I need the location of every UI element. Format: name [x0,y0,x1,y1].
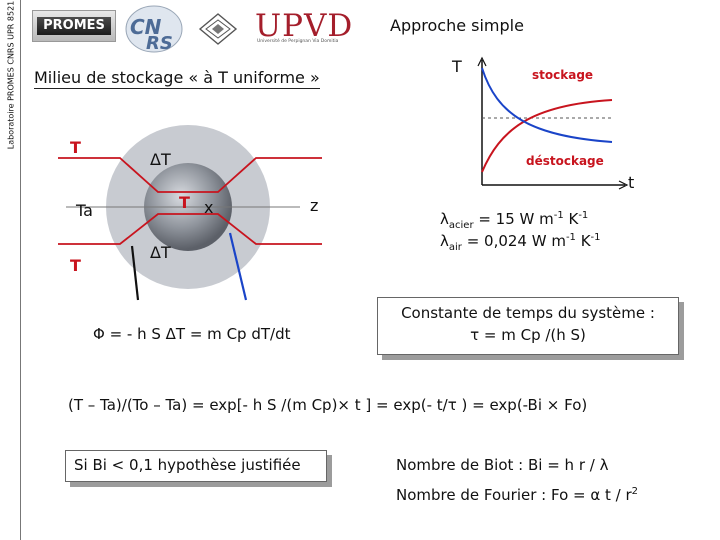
graph-curve-label-destockage: déstockage [526,154,604,168]
label-delta-t-top: ΔT [150,150,171,169]
promes-logo: PROMES [32,10,116,42]
graph-y-arrow [477,56,487,67]
pointer-line-right [228,232,248,301]
time-constant-box: Constante de temps du système : τ = m Cp… [377,297,679,355]
slide-title: Approche simple [390,16,524,35]
biot-number: Nombre de Biot : Bi = h r / λ [396,456,609,474]
temperature-profile-top [58,157,322,193]
discharging-curve [481,67,613,143]
section-title: Milieu de stockage « à T uniforme » [34,68,320,89]
graph-y-label: T [452,57,462,76]
label-delta-t-bottom: ΔT [150,243,171,262]
graph-curve-label-stockage: stockage [532,68,594,82]
upvd-logo-subtitle: Université de Perpignan Via Domitia [257,39,339,44]
fourier-number: Nombre de Fourier : Fo = α t / r2 [396,486,639,504]
biot-hypothesis-text: Si Bi < 0,1 hypothèse justifiée [74,456,301,474]
temperature-profile-bottom [58,213,322,245]
label-x-mark: x [204,198,214,217]
biot-hypothesis-box: Si Bi < 0,1 hypothèse justifiée [65,450,327,482]
graph-x-arrow [618,180,629,190]
upvd-logo: UPVD Université de Perpignan Via Domitia [255,8,354,48]
time-constant-title: Constante de temps du système : [401,304,655,322]
sidebar-divider [20,0,21,540]
cnrs-logo: CN RS [125,5,183,54]
main-equation: (T – Ta)/(To – Ta) = exp[- h S /(m Cp)× … [68,396,588,414]
flux-equation: Φ = - h S ΔT = m Cp dT/dt [93,325,291,343]
lambda-acier: λacier = 15 W m-1 K-1 [440,210,589,231]
label-t-top: T [70,138,81,157]
time-constant-formula: τ = m Cp /(h S) [470,326,586,344]
svg-text:RS: RS [146,33,173,54]
promes-logo-text: PROMES [37,17,111,35]
label-z: z [310,196,319,215]
upvd-logo-text: UPVD [255,8,354,44]
upvd-emblem-icon [198,13,238,45]
pointer-line-left [130,245,140,301]
graph-x-label: t [628,173,635,192]
svg-text:CN: CN [130,15,162,39]
label-t-center: T [179,193,190,212]
label-t-bottom: T [70,256,81,275]
label-ta: Ta [76,201,93,220]
lambda-air: λair = 0,024 W m-1 K-1 [440,232,601,253]
